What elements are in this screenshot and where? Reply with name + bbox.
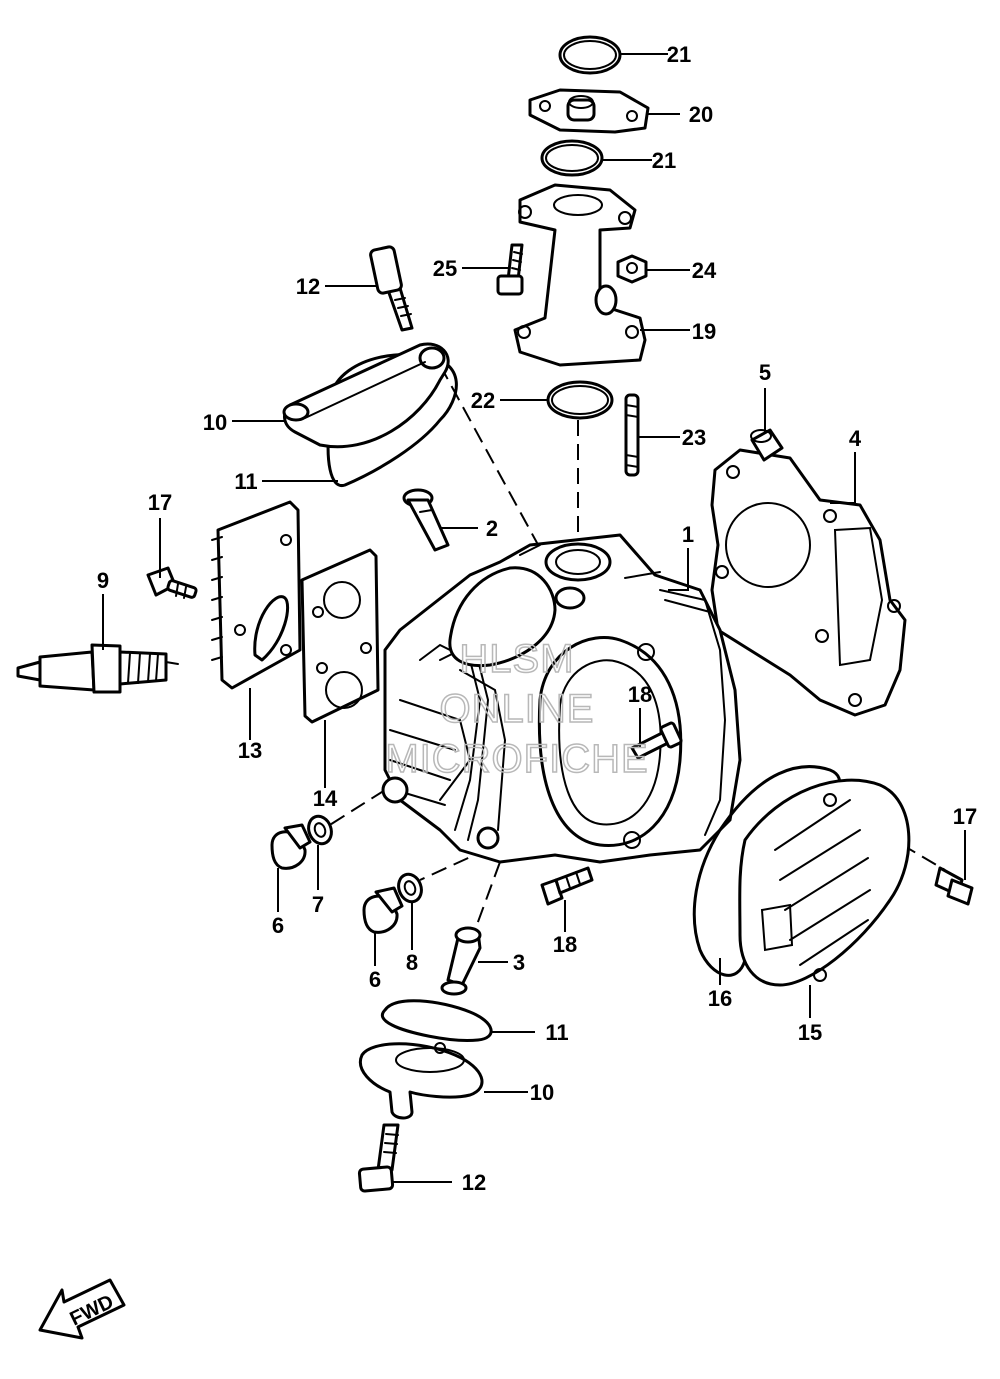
o-ring-11-lower (380, 999, 493, 1042)
cylinder-head-1 (381, 533, 742, 864)
nut-24 (616, 254, 648, 284)
gasket-14 (300, 548, 380, 724)
o-ring-22 (546, 380, 614, 420)
cap-nut-6-upper (270, 823, 312, 870)
watermark-line-1: HLSM (459, 637, 574, 681)
cover-plate-13 (211, 500, 302, 690)
alignment-line-tensioner (474, 861, 501, 931)
callout-1: 1 (682, 522, 694, 547)
callout-21-top: 21 (667, 42, 691, 67)
washer-7 (307, 814, 333, 846)
watermark-line-2: ONLINE (440, 687, 595, 731)
callout-6-upper: 6 (272, 913, 284, 938)
callout-21-lower: 21 (652, 148, 676, 173)
alignment-line-cap-left (324, 789, 386, 829)
o-ring-11-upper (326, 352, 458, 487)
callout-15: 15 (798, 1020, 822, 1045)
callout-24: 24 (692, 258, 717, 283)
o-ring-21-top (558, 35, 622, 75)
callout-4: 4 (849, 426, 862, 451)
callout-22: 22 (471, 388, 495, 413)
dowel-pin-5 (750, 428, 784, 462)
callout-8: 8 (406, 950, 418, 975)
forward-direction-arrow: FWD (38, 1278, 126, 1340)
bolt-17-left (146, 566, 198, 599)
callout-14: 14 (313, 786, 338, 811)
bolt-18-lower (540, 866, 594, 906)
valve-guide-3 (440, 926, 482, 996)
valve-guide-2 (402, 488, 450, 552)
stud-23 (624, 393, 640, 477)
bolt-18-upper (630, 721, 683, 760)
callout-16: 16 (708, 986, 732, 1011)
bolt-12-lower (357, 1123, 400, 1193)
callout-7: 7 (312, 892, 324, 917)
callout-13: 13 (238, 738, 262, 763)
callout-23: 23 (682, 425, 706, 450)
tappet-cover-10-upper (282, 342, 450, 449)
callout-3: 3 (513, 950, 525, 975)
callout-17-left: 17 (148, 490, 172, 515)
o-ring-21-lower (540, 139, 604, 177)
callout-19: 19 (692, 319, 716, 344)
leader-lines (102, 53, 966, 1183)
alignment-line-cover-upper (439, 364, 561, 586)
tappet-cover-10-lower (358, 1042, 484, 1120)
intake-insulator-20 (528, 88, 650, 134)
callout-18-lower: 18 (553, 932, 577, 957)
callout-17-right: 17 (953, 804, 977, 829)
stud-bolt-25 (496, 243, 524, 296)
cap-nut-6-lower (362, 886, 404, 934)
callout-20: 20 (689, 102, 713, 127)
callout-2: 2 (486, 516, 498, 541)
spark-plug-9 (16, 643, 179, 694)
callout-25: 25 (433, 256, 457, 281)
bolt-17-right (934, 866, 974, 906)
washer-8 (397, 872, 423, 904)
callout-11-upper: 11 (234, 469, 257, 494)
callout-12-upper: 12 (296, 274, 320, 299)
callout-6-lower: 6 (369, 967, 381, 992)
callout-18-upper: 18 (628, 682, 652, 707)
callout-9: 9 (97, 568, 109, 593)
callout-10-lower: 10 (530, 1080, 554, 1105)
callout-10-upper: 10 (203, 410, 227, 435)
callout-11-lower: 11 (545, 1020, 568, 1045)
callout-5: 5 (759, 360, 771, 385)
cylinder-head-gasket-4 (710, 448, 907, 717)
side-cover-15 (738, 778, 911, 987)
callout-12-lower: 12 (462, 1170, 486, 1195)
intake-pipe-19 (513, 183, 647, 367)
bolt-12-upper (369, 245, 414, 332)
watermark: HLSM ONLINE MICROFICHE (385, 636, 649, 782)
watermark-line-3: MICROFICHE (385, 737, 648, 781)
callout-labels: 21 20 21 25 24 12 19 22 23 10 5 4 11 2 1… (97, 42, 977, 1195)
